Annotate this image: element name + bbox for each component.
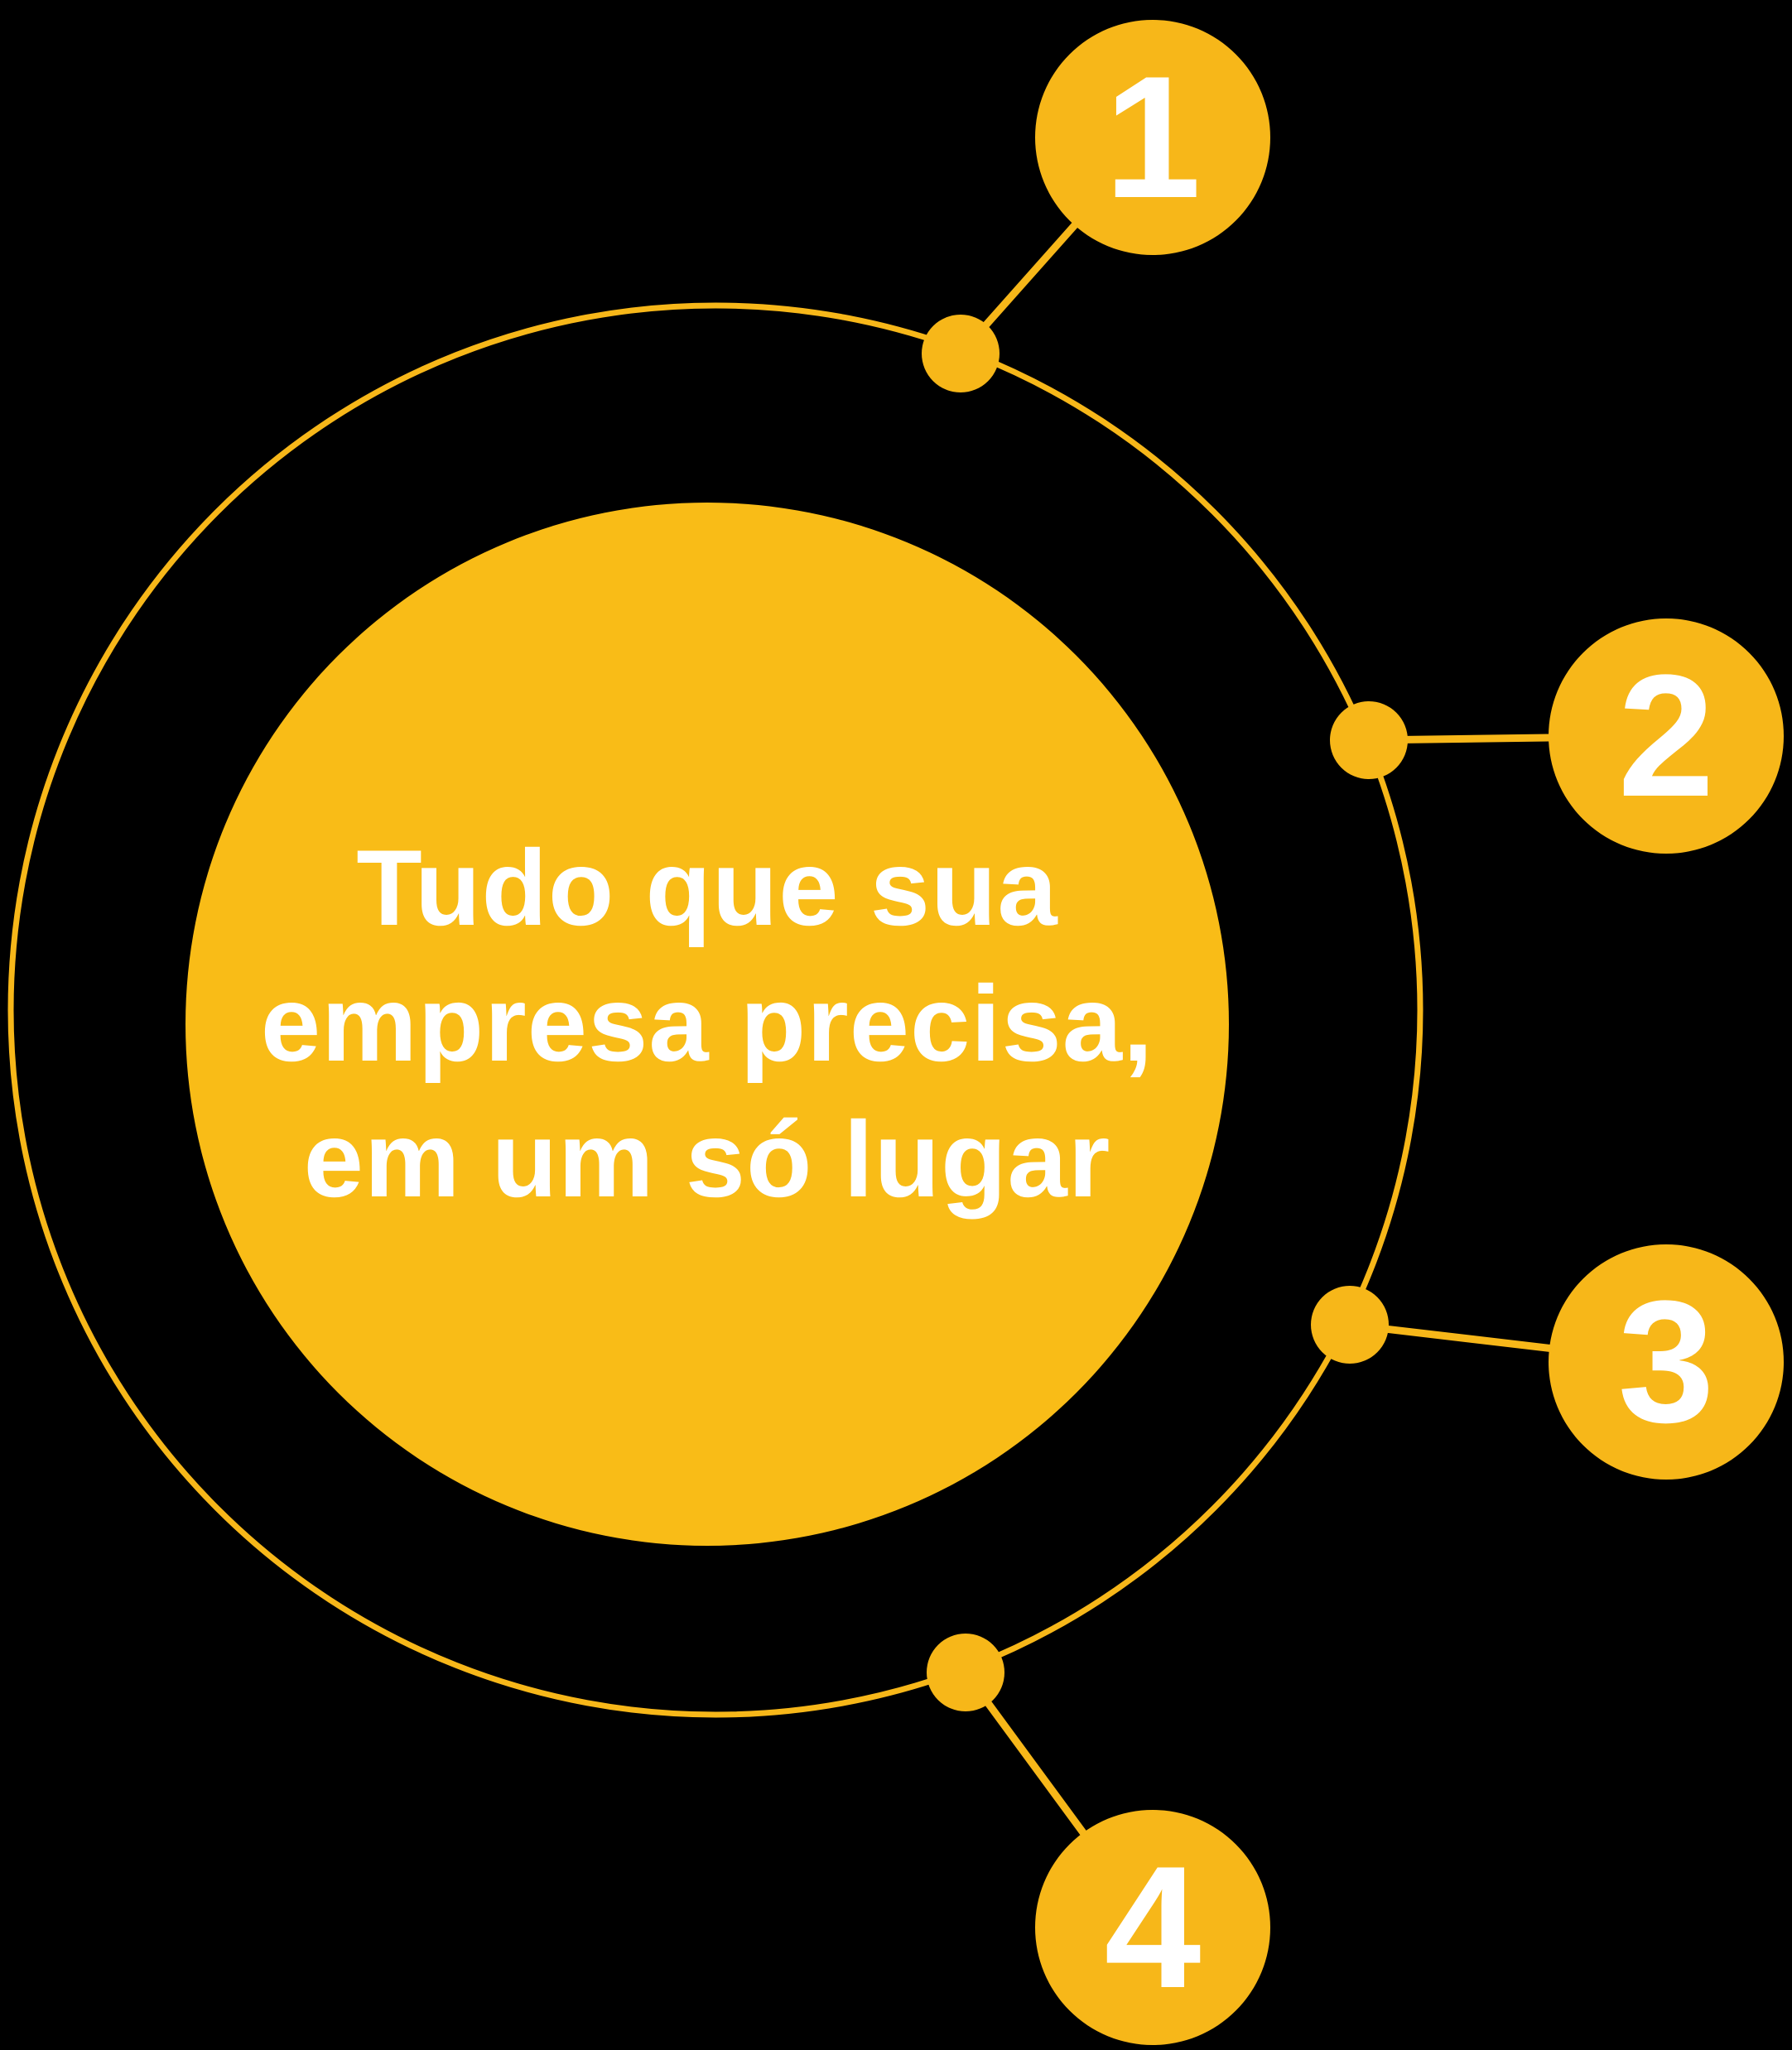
ring-dot-2 bbox=[1330, 701, 1408, 779]
ring-dot-3 bbox=[1311, 1286, 1389, 1364]
ring-dot-1 bbox=[922, 315, 1000, 392]
step-badge-3: 3 bbox=[1549, 1244, 1784, 1480]
center-title-line-3: em um só lugar bbox=[303, 1098, 1111, 1220]
step-badge-2: 2 bbox=[1549, 618, 1784, 854]
step-number-4: 4 bbox=[1104, 1830, 1202, 2024]
center-circle: Tudo que sua empresa precisa, em um só l… bbox=[185, 503, 1229, 1546]
ring-dot-4 bbox=[927, 1634, 1004, 1711]
center-title-line-2: empresa precisa, bbox=[260, 963, 1154, 1085]
orbit-ring bbox=[7, 302, 1423, 1718]
step-number-2: 2 bbox=[1617, 638, 1715, 833]
step-number-1: 1 bbox=[1104, 40, 1202, 234]
step-number-3: 3 bbox=[1617, 1264, 1715, 1459]
step-badge-1: 1 bbox=[1035, 20, 1270, 255]
center-title-line-1: Tudo que sua bbox=[356, 827, 1058, 949]
step-badge-4: 4 bbox=[1035, 1810, 1270, 2045]
center-title: Tudo que sua empresa precisa, em um só l… bbox=[261, 820, 1154, 1227]
